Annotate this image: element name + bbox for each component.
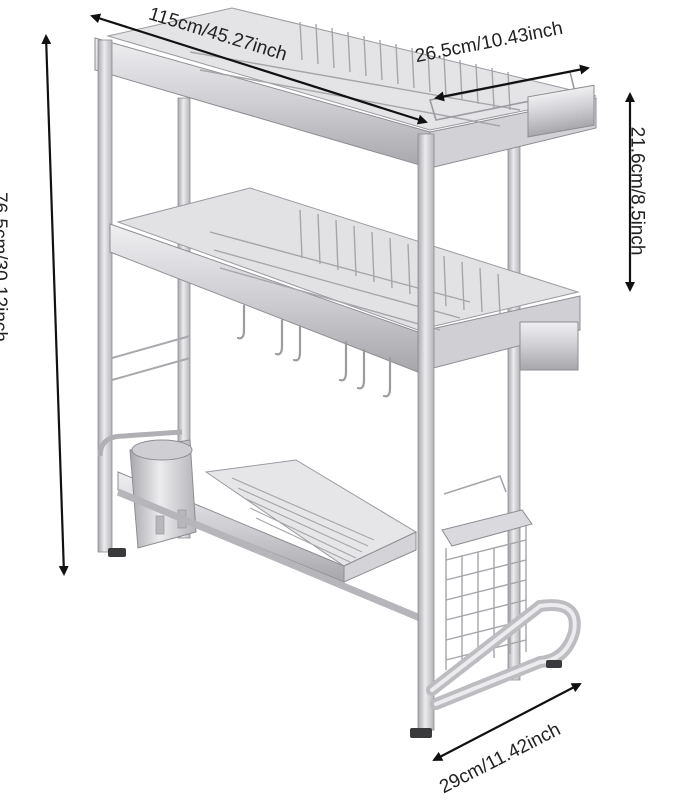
bottom-tier	[97, 429, 422, 622]
height-label: 76.5cm/30.12inch	[0, 192, 10, 342]
foot	[108, 548, 126, 557]
tier-gap-label: 21.6cm/8.5inch	[626, 126, 648, 256]
basket-top-shelf	[441, 509, 533, 547]
front-right-post	[417, 133, 435, 731]
bottom-tray-side-rail	[343, 531, 417, 583]
height-arrow	[41, 34, 69, 576]
hook	[382, 356, 392, 398]
front-left-post	[97, 39, 113, 553]
hook	[274, 318, 284, 356]
back-posts	[177, 97, 521, 681]
width-arrow	[432, 683, 582, 761]
dimension-arrows	[41, 13, 635, 761]
curved-base	[426, 599, 581, 710]
bottom-tray-grill	[231, 477, 375, 563]
knife-holder-opening	[131, 439, 193, 461]
length-arrow	[90, 13, 428, 125]
utensil-hooks	[236, 304, 392, 398]
bottom-front-bar	[116, 488, 422, 622]
side-guard-rails	[111, 335, 191, 381]
hook	[292, 324, 302, 362]
curved-base-tube	[426, 599, 581, 710]
foot	[410, 728, 432, 738]
knife-holder	[129, 439, 197, 549]
middle-side-hook-plate	[519, 321, 579, 371]
basket-hanger	[443, 475, 507, 495]
hook	[338, 340, 348, 382]
feet	[108, 548, 562, 738]
hook	[236, 304, 246, 340]
foot	[546, 660, 562, 668]
depth-arrow	[434, 64, 590, 102]
hook	[356, 348, 366, 390]
bottom-side-frame	[97, 429, 183, 457]
